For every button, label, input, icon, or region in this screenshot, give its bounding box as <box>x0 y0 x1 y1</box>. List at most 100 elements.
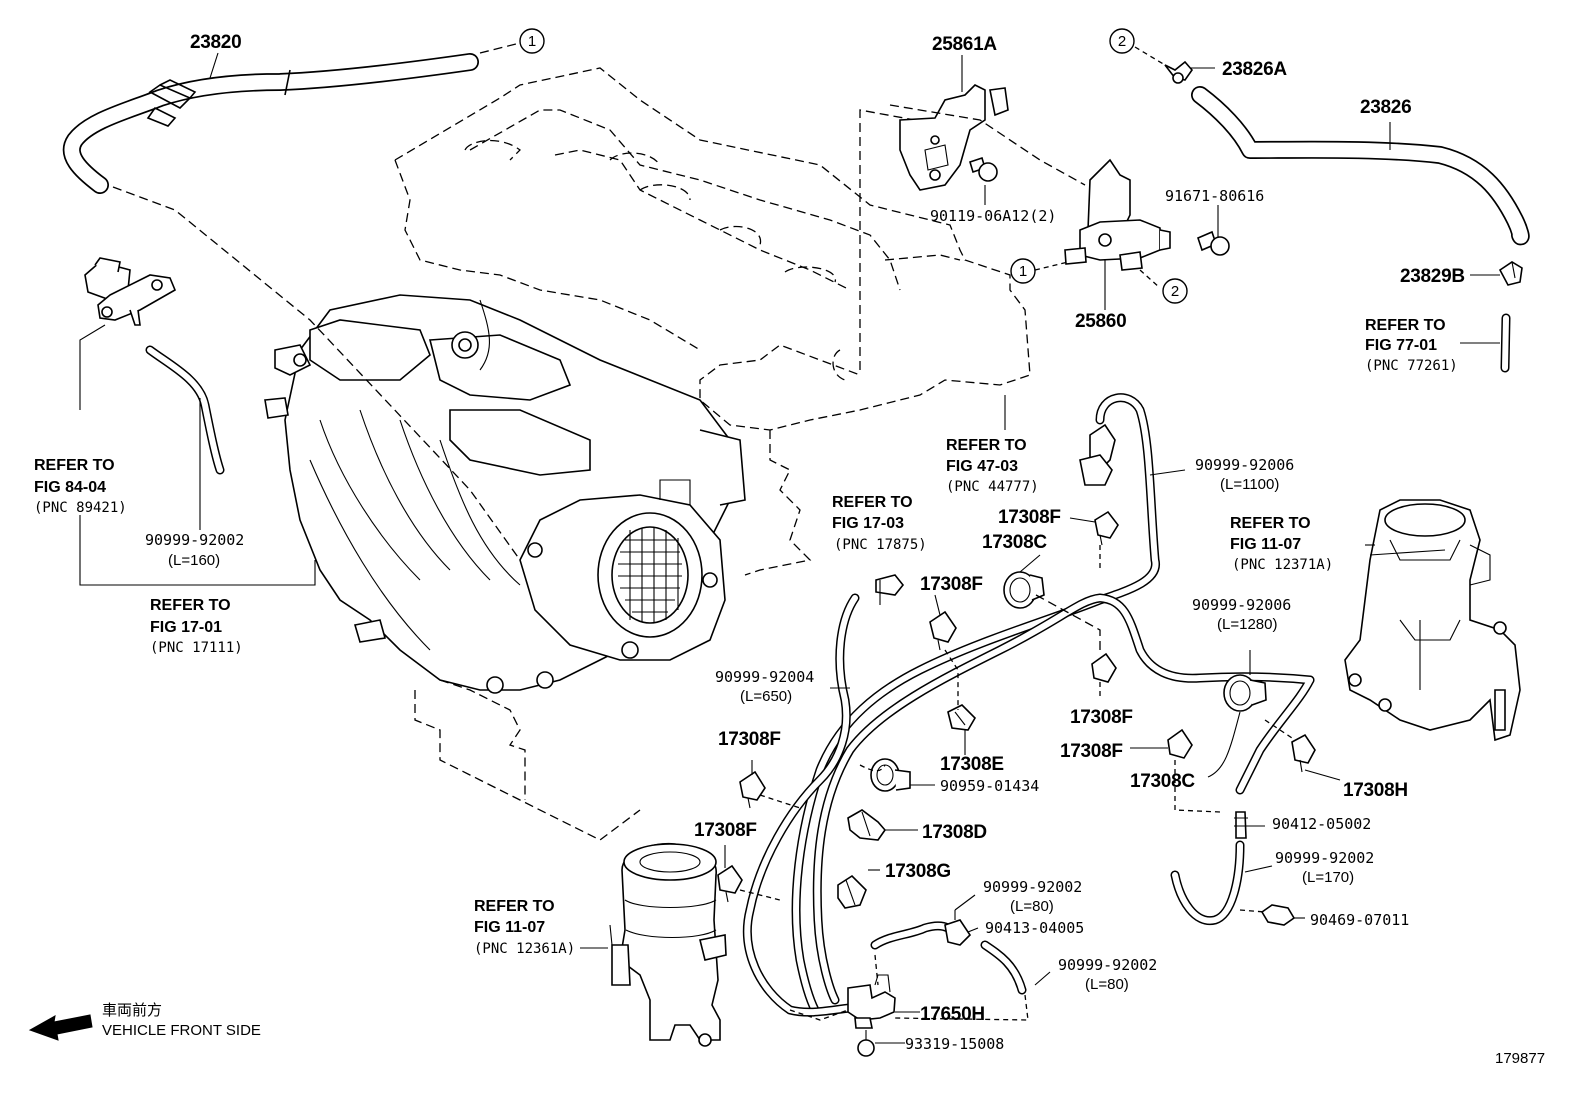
vsv-25860 <box>1064 158 1171 271</box>
svg-text:(PNC 44777): (PNC 44777) <box>946 479 1039 495</box>
bolt-93319 <box>857 1030 875 1057</box>
svg-text:FIG 17-01: FIG 17-01 <box>150 619 222 636</box>
hose-90999-92006-l1100 <box>791 393 1160 1015</box>
connector-90412 <box>1234 811 1248 839</box>
svg-text:1: 1 <box>1019 263 1027 280</box>
clamp-90959 <box>870 758 911 792</box>
label-17308F-2: 17308F <box>920 574 983 595</box>
svg-text:(PNC 77261): (PNC 77261) <box>1365 358 1458 374</box>
label-17308C-1: 17308C <box>982 532 1047 553</box>
label-90119: 90119-06A12(2) <box>930 207 1056 225</box>
arrow-left-icon <box>28 1014 93 1041</box>
clip-17308G <box>837 874 867 909</box>
svg-text:REFER TO: REFER TO <box>34 457 115 474</box>
svg-text:FIG 17-03: FIG 17-03 <box>832 515 904 532</box>
refer-fig-17-01: REFER TO FIG 17-01 (PNC 17111) <box>150 597 243 656</box>
label-23826: 23826 <box>1360 97 1411 118</box>
clip-17308F-2 <box>929 610 957 651</box>
svg-text:(PNC 12371A): (PNC 12371A) <box>1232 557 1333 573</box>
label-90999-92002-d-len: (L=80) <box>1085 976 1129 993</box>
vsv-17650H <box>847 974 896 1029</box>
refer-fig-47-03: REFER TO FIG 47-03 (PNC 44777) <box>946 437 1039 495</box>
label-90999-92002-a: 90999-92002 <box>145 531 244 549</box>
hose-90999-92002-l160 <box>145 345 225 475</box>
connector-17-03 <box>875 574 905 605</box>
label-17308C-2: 17308C <box>1130 771 1195 792</box>
clip-17308F-1 <box>1094 510 1119 546</box>
engine-phantom-outline <box>394 67 1031 841</box>
label-25860: 25860 <box>1075 311 1126 332</box>
svg-text:REFER TO: REFER TO <box>150 597 231 614</box>
clamp-17308C-2 <box>1223 674 1267 712</box>
label-90959: 90959-01434 <box>940 777 1039 795</box>
pipe-77-01 <box>1500 313 1511 373</box>
circle-ref-2-top: 2 <box>1109 28 1135 54</box>
label-90999-92004-len: (L=650) <box>740 688 792 705</box>
sensor-47-03 <box>1079 423 1116 486</box>
svg-text:(PNC 17111): (PNC 17111) <box>150 640 243 656</box>
label-90413: 90413-04005 <box>985 919 1084 937</box>
circle-ref-1-top: 1 <box>519 28 545 54</box>
figure-number: 179877 <box>1495 1050 1545 1067</box>
svg-text:FIG 84-04: FIG 84-04 <box>34 479 106 496</box>
svg-text:FIG 47-03: FIG 47-03 <box>946 458 1018 475</box>
refer-fig-77-01: REFER TO FIG 77-01 (PNC 77261) <box>1365 317 1458 374</box>
engine-mount-12361A <box>611 843 727 1047</box>
label-17308F-3: 17308F <box>1070 707 1133 728</box>
label-91671: 91671-80616 <box>1165 187 1264 205</box>
engine-mount-12371A <box>1344 499 1521 742</box>
label-90999-92006-a: 90999-92006 <box>1195 456 1294 474</box>
refer-fig-11-07-b: REFER TO FIG 11-07 (PNC 12361A) <box>474 898 575 957</box>
hose-90999-92002-l80-b <box>980 940 1027 995</box>
svg-text:2: 2 <box>1171 283 1179 300</box>
clamp-23829B <box>1498 261 1523 286</box>
clip-17308F-4 <box>1167 728 1193 759</box>
circle-ref-1-vsv: 1 <box>1010 258 1036 284</box>
label-17308F-5: 17308F <box>1060 741 1123 762</box>
refer-fig-17-03: REFER TO FIG 17-03 (PNC 17875) <box>832 494 927 553</box>
vehicle-front-en: VEHICLE FRONT SIDE <box>102 1022 261 1039</box>
label-93319: 93319-15008 <box>905 1035 1004 1053</box>
label-90999-92004: 90999-92004 <box>715 668 814 686</box>
clip-17308H <box>1291 733 1316 773</box>
refer-fig-11-07-a: REFER TO FIG 11-07 (PNC 12371A) <box>1230 515 1333 573</box>
svg-text:FIG 11-07: FIG 11-07 <box>1230 536 1301 553</box>
label-25861A: 25861A <box>932 34 997 55</box>
label-90469: 90469-07011 <box>1310 911 1409 929</box>
refer-fig-84-04: REFER TO FIG 84-04 (PNC 89421) <box>34 457 127 516</box>
label-17308D: 17308D <box>922 822 987 843</box>
sensor-84-04 <box>84 257 177 326</box>
vehicle-front-indicator: 車両前方 VEHICLE FRONT SIDE <box>28 1002 261 1041</box>
bolt-91671 <box>1197 230 1230 256</box>
clip-17308E <box>947 704 977 731</box>
hose-90999-92006-l1280 <box>812 593 1315 1005</box>
clip-17308F-3 <box>1091 652 1117 683</box>
circle-ref-2-vsv: 2 <box>1162 278 1188 304</box>
svg-text:REFER TO: REFER TO <box>1230 515 1311 532</box>
label-90999-92002-c: 90999-92002 <box>983 878 1082 896</box>
hose-23826 <box>1191 86 1530 246</box>
svg-text:REFER TO: REFER TO <box>832 494 913 511</box>
clamp-17308C-1 <box>1003 571 1045 609</box>
label-17308G: 17308G <box>885 861 951 882</box>
label-90999-92002-b: 90999-92002 <box>1275 849 1374 867</box>
label-23826A: 23826A <box>1222 59 1287 80</box>
svg-text:REFER TO: REFER TO <box>946 437 1027 454</box>
label-23829B: 23829B <box>1400 266 1465 287</box>
hose-90999-92002-l80-a <box>870 921 953 950</box>
svg-text:(PNC 12361A): (PNC 12361A) <box>474 941 575 957</box>
clamp-23826A <box>1164 60 1194 84</box>
label-17308F-1: 17308F <box>998 507 1061 528</box>
bolt-90119 <box>969 156 998 182</box>
clip-17308F-5 <box>739 770 766 809</box>
label-90999-92002-c-len: (L=80) <box>1010 898 1054 915</box>
part-90469 <box>1260 904 1296 926</box>
label-90412: 90412-05002 <box>1272 815 1371 833</box>
part-labels: 23820 25861A 23826A 23826 90119-06A12(2)… <box>145 32 1465 1053</box>
label-90999-92006-b-len: (L=1280) <box>1217 616 1277 633</box>
svg-text:FIG 77-01: FIG 77-01 <box>1365 337 1437 354</box>
leader-lines <box>79 42 1500 1044</box>
intake-manifold <box>264 294 746 694</box>
clip-17308F-6 <box>717 864 743 903</box>
